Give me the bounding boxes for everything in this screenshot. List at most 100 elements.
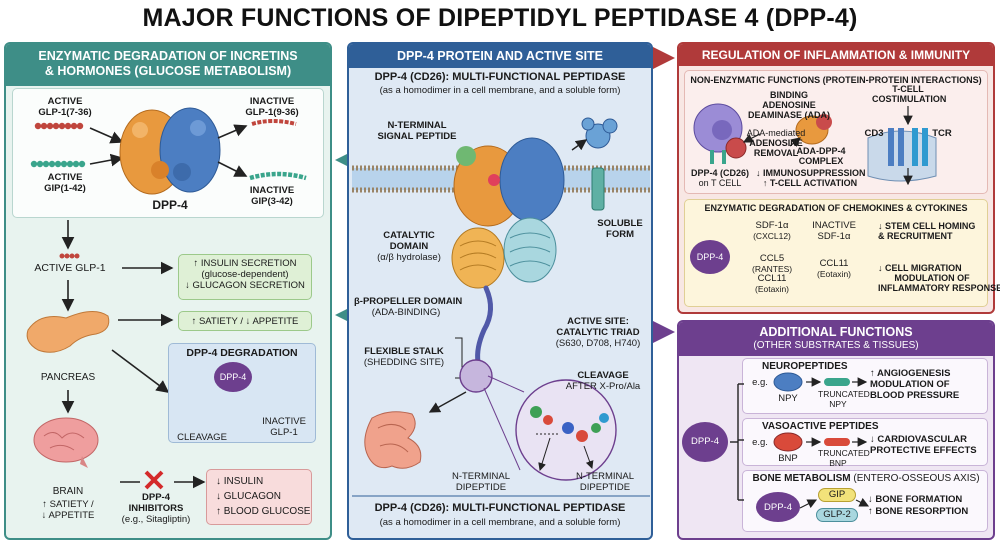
catalytic-domain-icon [453,137,565,227]
neuropeptides-title: NEUROPEPTIDES [762,361,848,372]
dpp4-enzyme-label: DPP-4 [152,198,188,212]
soluble-form-icon [571,117,618,211]
result-box [206,469,312,525]
inactive-gip-icon [249,171,307,181]
degradation-box [168,343,316,443]
truncated-npy-icon [824,378,850,386]
bone-title: BONE METABOLISM (ENTERO-OSSEOUS AXIS) [752,473,980,484]
additional-dpp4-badge [682,422,728,462]
cleavage-after-label: CLEAVAGE AFTER X-Pro/Ala [565,370,641,392]
bnp-label: BNP [778,453,798,464]
pancreas-label: PANCREAS [40,372,96,383]
chemokine-header: ENZYMATIC DEGRADATION OF CHEMOKINES & CY… [704,203,968,213]
protein-panel-header: DPP-4 PROTEIN AND ACTIVE SITE [349,44,651,68]
active-glp1-small-icon [59,253,80,259]
cleavage-label: CLEAVAGE [177,432,227,443]
non-enzymatic-header: NON-ENZYMATIC FUNCTIONS (PROTEIN-PROTEIN… [690,75,982,85]
bone-dpp4-text: DPP-4 [764,502,792,513]
chemokine-dpp4-badge [690,240,730,274]
ccl11-label: CCL11(Eotaxin) [816,258,851,279]
ada-dpp4-complex-icon [789,114,832,147]
immuno-effect-label: ↓ IMMUNOSUPPRESSION↑ T-CELL ACTIVATION [756,168,866,188]
ada-removal-label: ADA-mediated ADENOSINE REMOVAL [746,128,806,158]
active-glp1-text: ACTIVE GLP-1 [34,262,106,274]
immunity-panel-header: REGULATION OF INFLAMMATION & IMMUNITY [679,44,993,66]
protein-subtitle: DPP-4 (CD26): MULTI-FUNCTIONAL PEPTIDASE [374,71,626,83]
tcr-receptor-icon [867,106,937,186]
gip-label: GIP [828,489,846,500]
npy-icon [773,372,803,392]
gip-chain-icon [30,160,86,168]
ccl5-label: CCL5(RANTES) CCL11(Eotaxin) [752,253,793,295]
satiety-effect-text: ↑ SATIETY / ↓ APPETITE [191,316,299,327]
brain-label: BRAIN [52,486,84,497]
glp2-pill [816,508,858,522]
protein-footer-note: (as a homodimer in a cell membrane, and … [379,517,621,528]
bone-dpp4-badge [756,492,800,522]
satiety-effect-box [178,311,312,331]
additional-functions-header: ADDITIONAL FUNCTIONS (OTHER SUBSTRATES &… [679,322,993,356]
brain-effect-text: ↑ SATIETY /↓ APPETITE [41,499,95,521]
vasoactive-title: VASOACTIVE PEPTIDES [762,421,879,432]
stem-cell-effect: ↓ STEM CELL HOMING& RECRUITMENT [878,221,976,241]
glp2-label: GLP-2 [823,509,851,520]
glp1-chain-icon [34,122,84,130]
protein-footer-title: DPP-4 (CD26): MULTI-FUNCTIONAL PEPTIDASE [374,502,626,514]
chemokine-box [684,199,988,307]
sdf-label: SDF-1α(CXCL12) [753,220,791,241]
inhibitor-x-icon [144,470,164,490]
neuro-eg: e.g. [752,377,768,388]
dpp4-dimer-icon [119,107,221,195]
bone-effect: ↓ BONE FORMATION↑ BONE RESORPTION [868,494,969,517]
result-text: ↓ INSULIN↓ GLUCAGON↑ BLOOD GLUCOSE [216,476,311,517]
gip-pill [818,488,856,502]
active-site-zoom-icon [483,375,617,481]
pancreas-icon [26,311,110,353]
brain-icon [33,417,99,468]
incretin-panel-header: ENZYMATIC DEGRADATION OF INCRETINS & HOR… [6,44,330,86]
degradation-dpp4-text: DPP-4 [219,372,247,382]
beta-propeller-icon [451,217,557,289]
degradation-dpp4-badge [214,362,252,392]
additional-dpp4-text: DPP-4 [691,436,719,447]
beta-propeller-label: β-PROPELLER DOMAIN (ADA-BINDING) [354,296,463,318]
intestine-icon [364,391,467,469]
insulin-effect-box [178,254,312,300]
insulin-effect-text: ↑ INSULIN SECRETION(glucose-dependent)↓ … [185,258,305,291]
protein-subtitle-note: (as a homodimer in a cell membrane, and … [379,85,621,96]
active-site-label: ACTIVE SITE:CATALYTIC TRIAD (S630, D708,… [555,316,641,349]
degradation-title: DPP-4 DEGRADATION [186,347,298,359]
flexible-stalk-label: FLEXIBLE STALK (SHEDDING SITE) [363,346,445,368]
dpp4-t-cell-label: DPP-4 (CD26) on T CELL [690,168,749,188]
ada-icon [725,133,761,159]
npy-label: NPY [778,393,798,404]
truncated-bnp-icon [824,438,850,446]
vaso-eg: e.g. [752,437,768,448]
cd3-label: CD3 [864,128,884,139]
shedding-site-icon [459,359,493,393]
inactive-glp1-icon [251,119,297,126]
chemokine-dpp4-text: DPP-4 [696,252,724,262]
page-title: MAJOR FUNCTIONS OF DIPEPTIDYL PEPTIDASE … [142,4,858,32]
bnp-icon [773,432,803,452]
